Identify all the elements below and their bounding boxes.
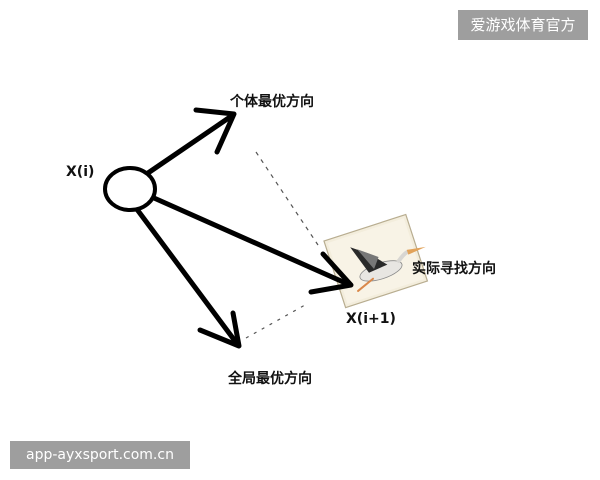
- personal-best-label: 个体最优方向: [230, 94, 314, 110]
- current-position-label: X(i): [66, 164, 95, 180]
- arrow-personal-best: [145, 112, 236, 176]
- arrowhead-personal-best: [193, 107, 237, 155]
- actual-search-label: 实际寻找方向: [412, 261, 496, 277]
- particle-node: [103, 166, 157, 212]
- arrowhead-global-best: [197, 310, 242, 349]
- next-position-label: X(i+1): [346, 311, 396, 327]
- arrow-actual-search: [151, 195, 353, 288]
- pelican-bird-icon: [323, 213, 429, 309]
- arrow-global-best: [133, 205, 241, 348]
- watermark-bottom: app-ayxsport.com.cn: [10, 441, 190, 469]
- global-best-label: 全局最优方向: [228, 371, 312, 387]
- watermark-top: 爱游戏体育官方: [458, 10, 588, 40]
- dashed-guide-lower: [245, 304, 306, 339]
- arrowhead-actual-search: [308, 251, 354, 295]
- dashed-guide-upper: [255, 151, 319, 246]
